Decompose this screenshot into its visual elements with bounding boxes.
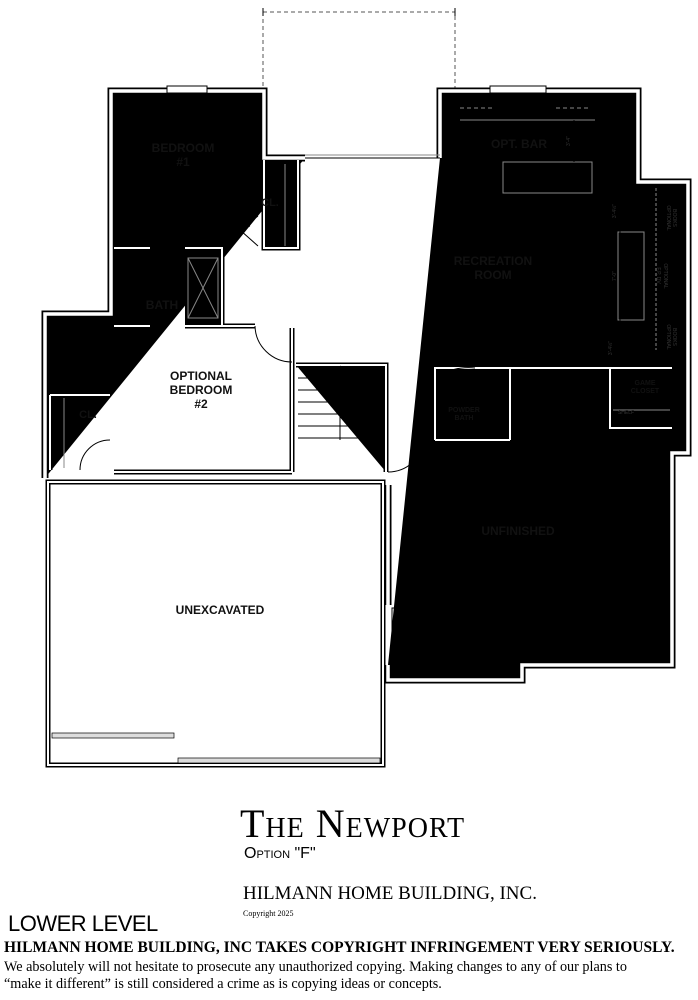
label-recreation: ROOM [474,268,511,282]
company-name: HILMANN HOME BUILDING, INC. [243,883,537,904]
unexcavated-area [45,479,386,768]
hatch-strip [51,732,175,739]
label-opt-bedroom2: BEDROOM [170,383,233,397]
level-label: LOWER LEVEL [8,911,158,936]
label-optional-books: BOOKS [671,209,677,227]
dim-fireplace: 7'-0" [612,271,618,281]
label-game-closet: CLOSET [631,388,660,395]
label-bedroom1-num: #1 [176,155,190,169]
label-recreation: RECREATION [454,254,532,268]
label-bath: BATH [146,298,178,312]
label-powder-bath: POWDER [448,407,480,414]
notice-line1: We absolutely will not hesitate to prose… [4,959,627,975]
label-bedroom1: BEDROOM [152,141,215,155]
interior-walls [50,160,672,472]
plan-option: Option "F" [244,845,316,862]
plan-title: The Newport [240,801,466,846]
stairs [298,365,384,440]
label-opt-bedroom2: #2 [194,397,208,411]
label-optional-fp: F.P. DV. [655,267,661,284]
label-optional-fp: OPTIONAL [662,263,668,289]
exterior-walls [45,91,688,680]
patio-outline [262,11,456,159]
hatch-strip [177,757,381,764]
label-opt-bar: OPT. BAR [491,137,547,151]
label-optional-books: OPTIONAL [665,324,671,350]
window [166,85,208,94]
floor-plan: BEDROOM #1 CL. BATH OPTIONAL BEDROOM #2 … [0,8,698,768]
label-optional-books: BOOKS [671,328,677,346]
copyright: Copyright 2025 [243,909,294,918]
dim-bar: 3'-4" [566,136,572,146]
fixtures [63,97,670,468]
window-well [391,607,433,664]
bar-counter [502,161,593,194]
label-shelf: SHELF [618,410,634,416]
dim-books-lower: 3'-4½" [607,341,614,355]
door-swings [79,104,629,473]
dim-books-upper: 3'-4½" [611,204,618,218]
label-opt-bedroom2: OPTIONAL [170,369,232,383]
label-unfinished: UNFINISHED [481,524,555,538]
notice-line2: “make it different” is still considered … [4,976,442,992]
label-unexcavated: UNEXCAVATED [176,603,265,617]
label-closet1: CL. [261,197,279,209]
notice-headline: HILMANN HOME BUILDING, INC TAKES COPYRIG… [4,939,675,956]
label-optional-books: OPTIONAL [665,205,671,231]
window [489,85,547,94]
label-game-closet: GAME [635,380,656,387]
label-powder-bath: BATH [455,415,474,422]
label-closet2: CL. [79,409,97,421]
